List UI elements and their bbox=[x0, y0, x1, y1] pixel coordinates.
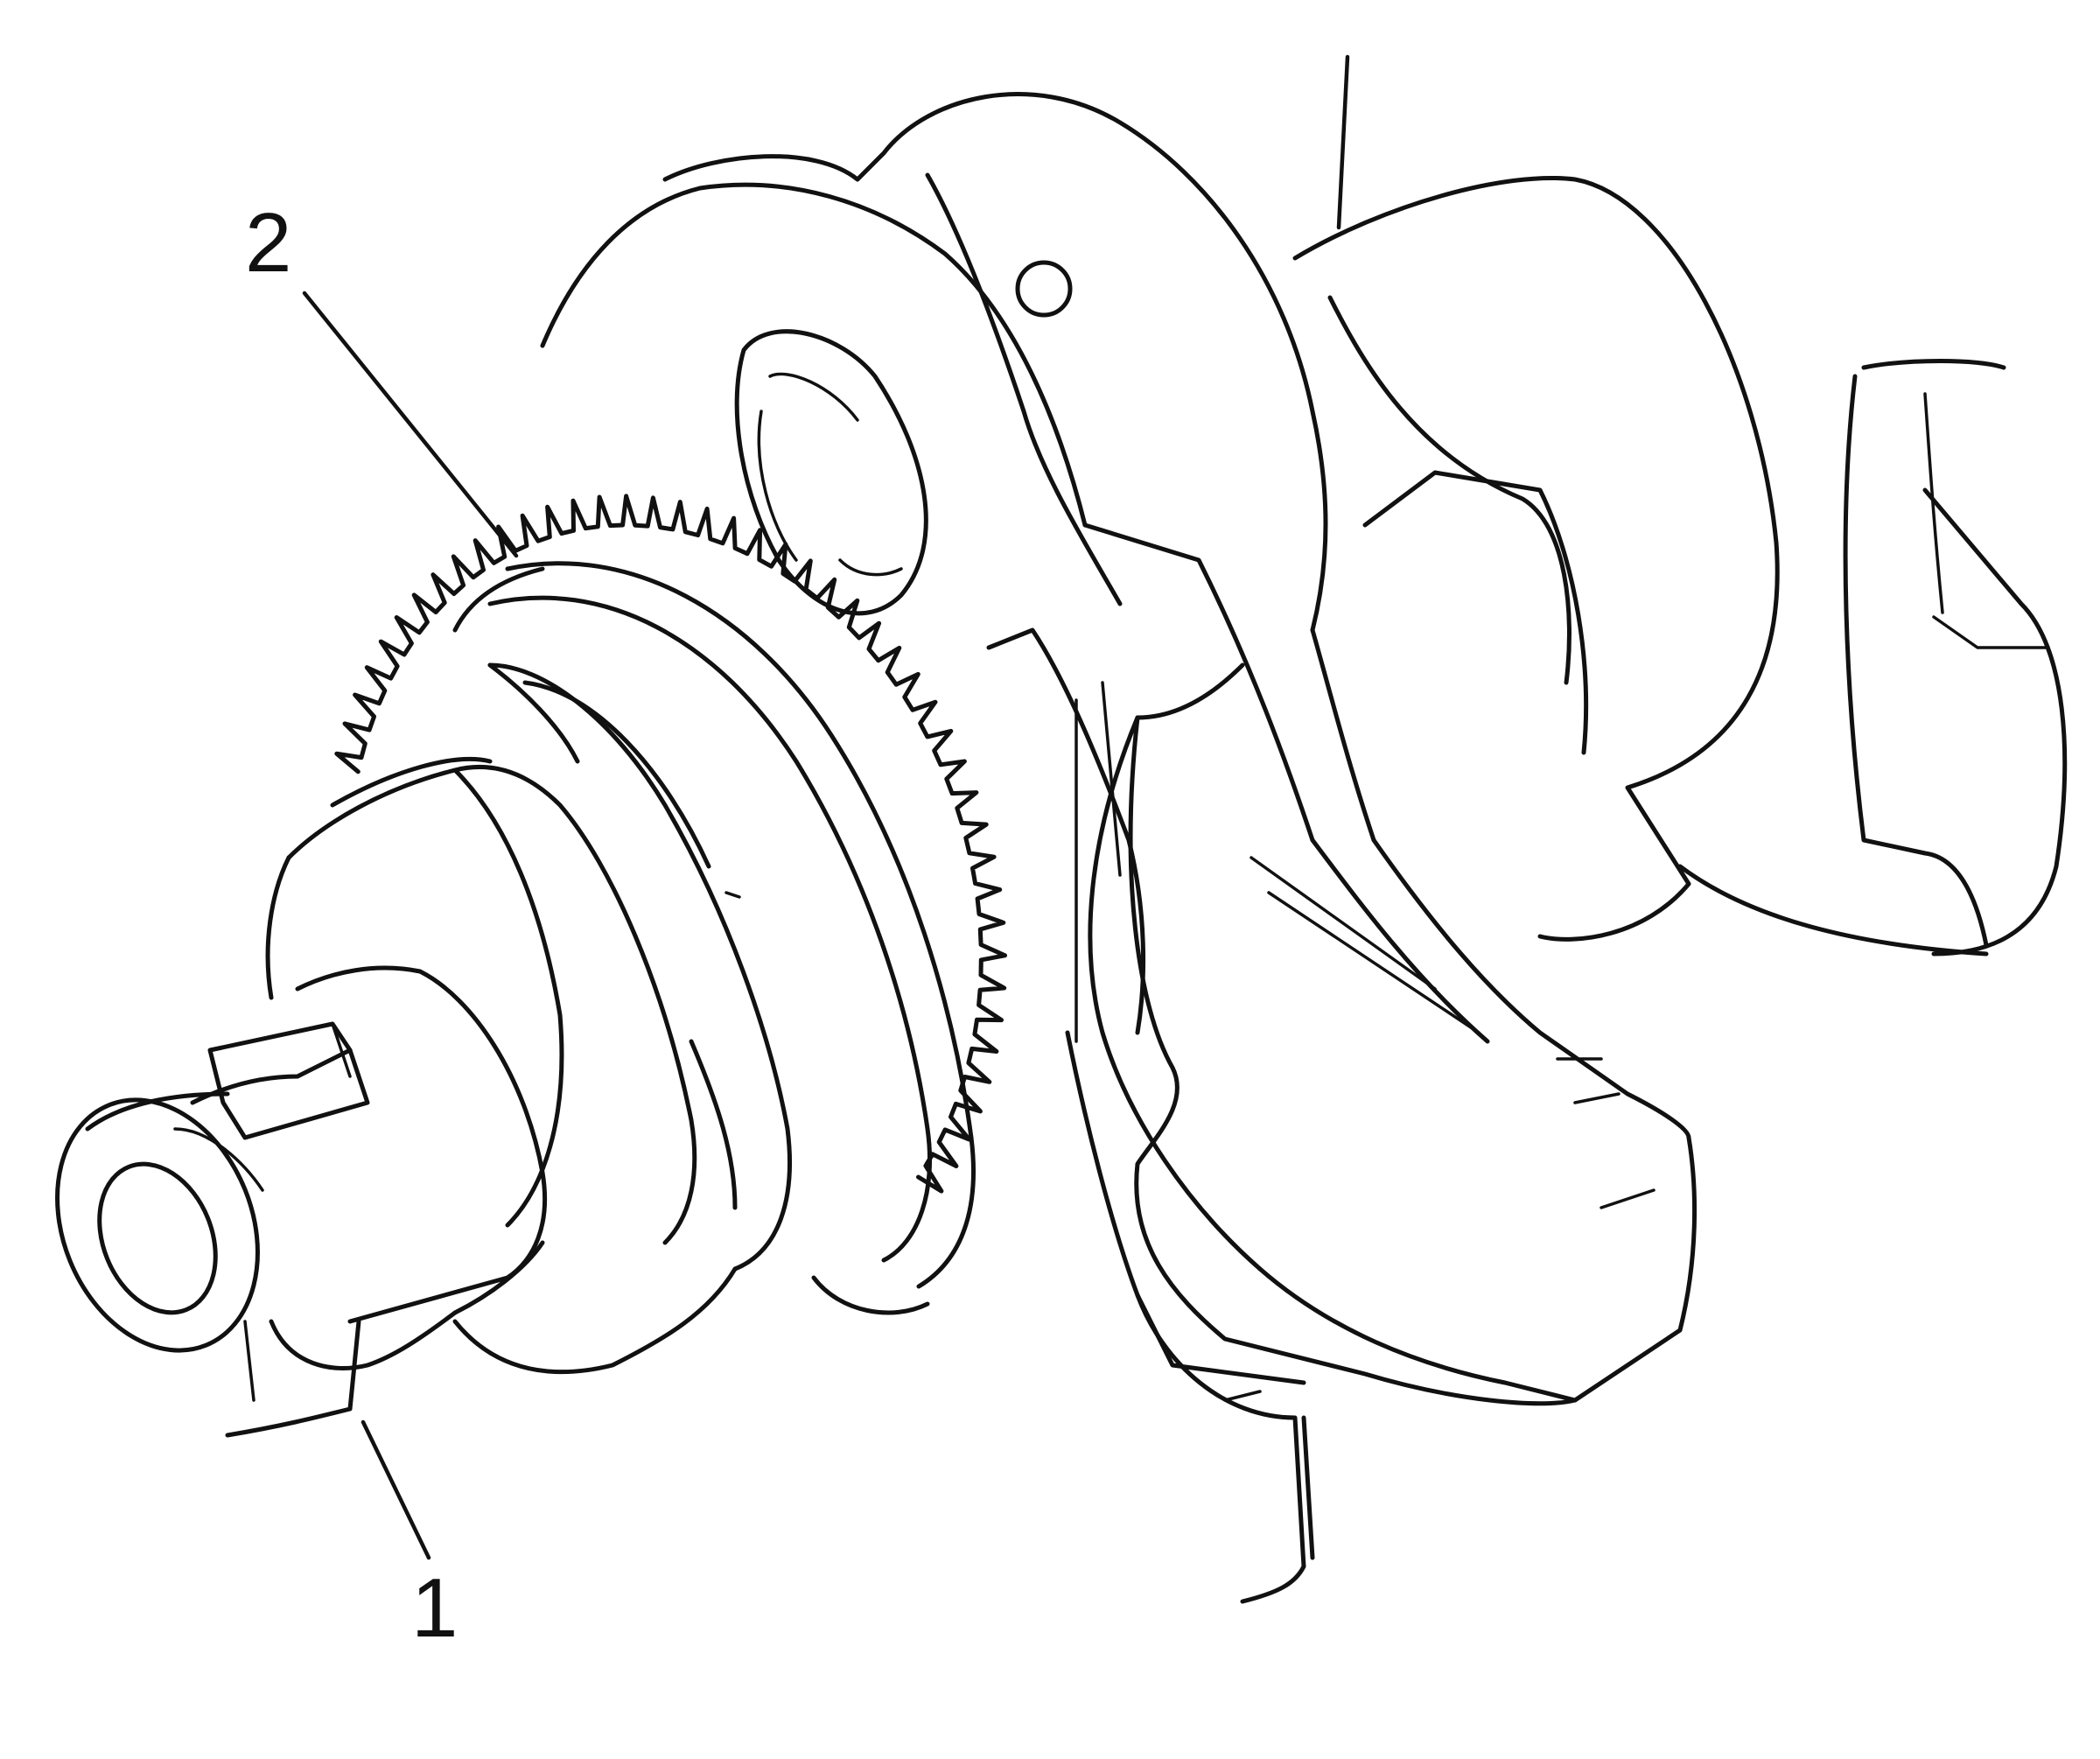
callout-1: 1 bbox=[411, 1561, 458, 1655]
leader-line-1 bbox=[360, 1419, 431, 1560]
leader-line-top bbox=[1336, 54, 1350, 230]
rear-counterweight bbox=[1292, 175, 1780, 942]
reluctor-ring bbox=[334, 494, 1007, 1315]
keyway bbox=[207, 1021, 370, 1140]
leader-line-2 bbox=[302, 291, 519, 558]
reluctor-teeth bbox=[334, 494, 1007, 1194]
next-counterweight bbox=[1677, 359, 2068, 957]
callouts: 1 2 bbox=[245, 54, 1350, 1655]
oil-slot bbox=[734, 260, 1073, 616]
oil-hole bbox=[1015, 260, 1073, 318]
callout-2: 2 bbox=[245, 196, 291, 290]
crank-web bbox=[540, 92, 1698, 1604]
crankshaft-nose bbox=[55, 662, 792, 1438]
